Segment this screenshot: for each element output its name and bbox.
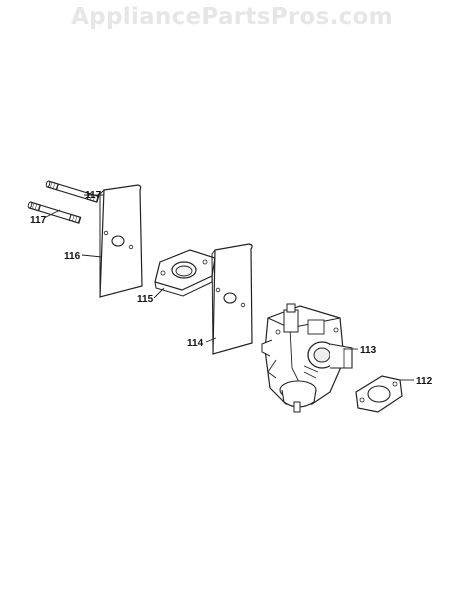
callout-leaders — [43, 194, 414, 381]
insulator-spacer[interactable] — [154, 249, 216, 297]
callout-115: 115 — [137, 294, 154, 305]
site-watermark: AppliancePartsPros.com — [71, 4, 393, 30]
heat-shield[interactable] — [99, 184, 143, 298]
callout-114: 114 — [187, 338, 204, 349]
gasket-plate[interactable] — [211, 243, 253, 355]
callout-113: 113 — [360, 345, 377, 356]
carburetor[interactable] — [261, 303, 353, 413]
stud-upper[interactable] — [45, 180, 100, 203]
callout-116: 116 — [64, 251, 81, 262]
gasket[interactable] — [355, 375, 403, 413]
callout-112: 112 — [416, 376, 433, 387]
callout-117-lower: 117 — [30, 215, 47, 226]
callout-117-upper: 117 — [85, 190, 102, 201]
